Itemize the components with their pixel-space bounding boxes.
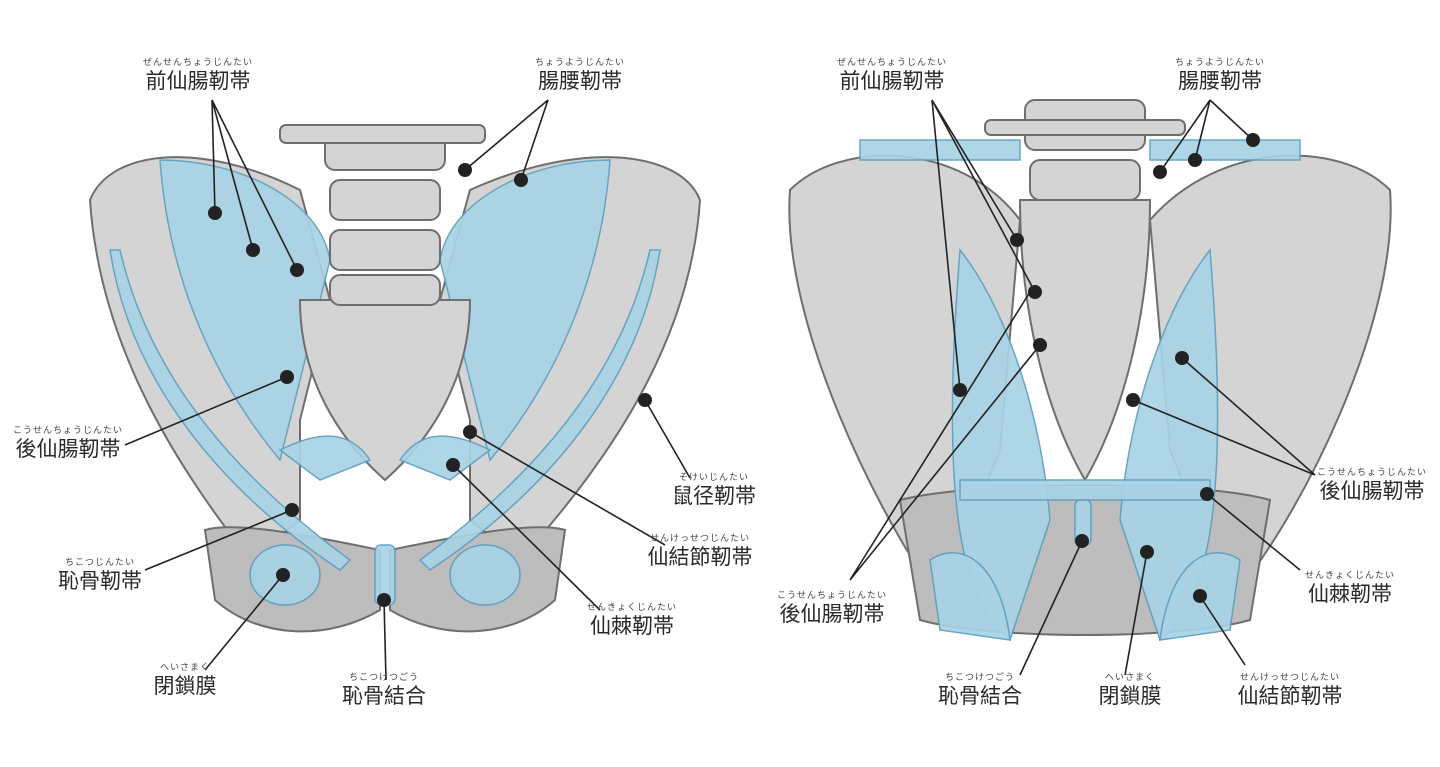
label-posterior-sacroiliac-ligament-back-right: こうせんちょうじんたい後仙腸靭帯 [1317,468,1427,503]
reading: せんきょくじんたい [586,603,678,613]
reading: へいさまく [1104,673,1155,683]
front-pelvis [88,124,702,633]
reading: ちこつけつごう [944,673,1015,683]
label-inguinal-ligament: そけいじんたい鼠径靭帯 [672,473,756,508]
reading: こうせんちょうじんたい [1316,468,1428,478]
label-anterior-sacroiliac-ligament-back: ぜんせんちょうじんたい前仙腸靭帯 [837,58,947,93]
name: 恥骨結合 [938,684,1022,708]
name: 後仙腸靭帯 [1319,479,1425,503]
reading: せんきょくじんたい [1304,571,1396,581]
name: 腸腰靭帯 [1177,69,1262,93]
reading: ちょうようじんたい [534,58,626,68]
name: 後仙腸靭帯 [15,437,121,461]
label-iliolumbar-ligament-front: ちょうようじんたい腸腰靭帯 [535,58,625,93]
reading: ちょうようじんたい [1174,58,1266,68]
name: 仙結節靭帯 [647,545,753,569]
label-posterior-sacroiliac-ligament-back-left: こうせんちょうじんたい後仙腸靭帯 [777,591,887,626]
label-sacrospinous-ligament-front: せんきょくじんたい仙棘靭帯 [587,603,677,638]
front-sacrum [298,299,472,482]
reading: ちこつじんたい [64,558,135,568]
name: 恥骨靭帯 [58,569,142,593]
reading: ぜんせんちょうじんたい [142,58,254,68]
name: 閉鎖膜 [153,674,217,698]
name: 仙棘靭帯 [589,614,674,638]
label-anterior-sacroiliac-ligament-front: ぜんせんちょうじんたい前仙腸靭帯 [143,58,253,93]
name: 仙棘靭帯 [1307,582,1392,606]
name: 前仙腸靭帯 [145,69,251,93]
label-posterior-sacroiliac-ligament-front: こうせんちょうじんたい後仙腸靭帯 [13,426,123,461]
name: 仙結節靭帯 [1237,684,1343,708]
name: 鼠径靭帯 [672,484,756,508]
label-iliolumbar-ligament-back: ちょうようじんたい腸腰靭帯 [1175,58,1265,93]
label-obturator-membrane-front: へいさまく閉鎖膜 [154,663,217,698]
leader-lines [124,99,1316,681]
reading: せんけっせつじんたい [649,534,750,544]
name: 後仙腸靭帯 [779,602,885,626]
label-pubic-ligament: ちこつじんたい恥骨靭帯 [58,558,142,593]
label-obturator-membrane-back: へいさまく閉鎖膜 [1099,673,1162,708]
reading: こうせんちょうじんたい [12,426,124,436]
label-sacrotuberous-ligament-front: せんけっせつじんたい仙結節靭帯 [648,534,753,569]
front-vertebra-3 [329,229,441,271]
front-vertebra-2 [329,179,441,221]
reading: そけいじんたい [678,473,749,483]
label-pubic-symphysis-back: ちこつけつごう恥骨結合 [938,673,1022,708]
front-right-obturator-membrane [449,544,521,606]
reading: こうせんちょうじんたい [776,591,888,601]
name: 腸腰靭帯 [537,69,622,93]
front-left-iliac-ligaments [159,159,331,462]
label-pubic-symphysis-front: ちこつけつごう恥骨結合 [342,673,426,708]
pointer-dots [208,133,1260,607]
name: 恥骨結合 [342,684,426,708]
name: 前仙腸靭帯 [839,69,945,93]
reading: ちこつけつごう [348,673,419,683]
label-sacrotuberous-ligament-back: せんけっせつじんたい仙結節靭帯 [1238,673,1343,708]
reading: ぜんせんちょうじんたい [836,58,948,68]
reading: せんけっせつじんたい [1239,673,1340,683]
back-pelvis [788,99,1392,642]
name: 閉鎖膜 [1098,684,1162,708]
reading: へいさまく [159,663,210,673]
label-sacrospinous-ligament-back: せんきょくじんたい仙棘靭帯 [1305,571,1395,606]
